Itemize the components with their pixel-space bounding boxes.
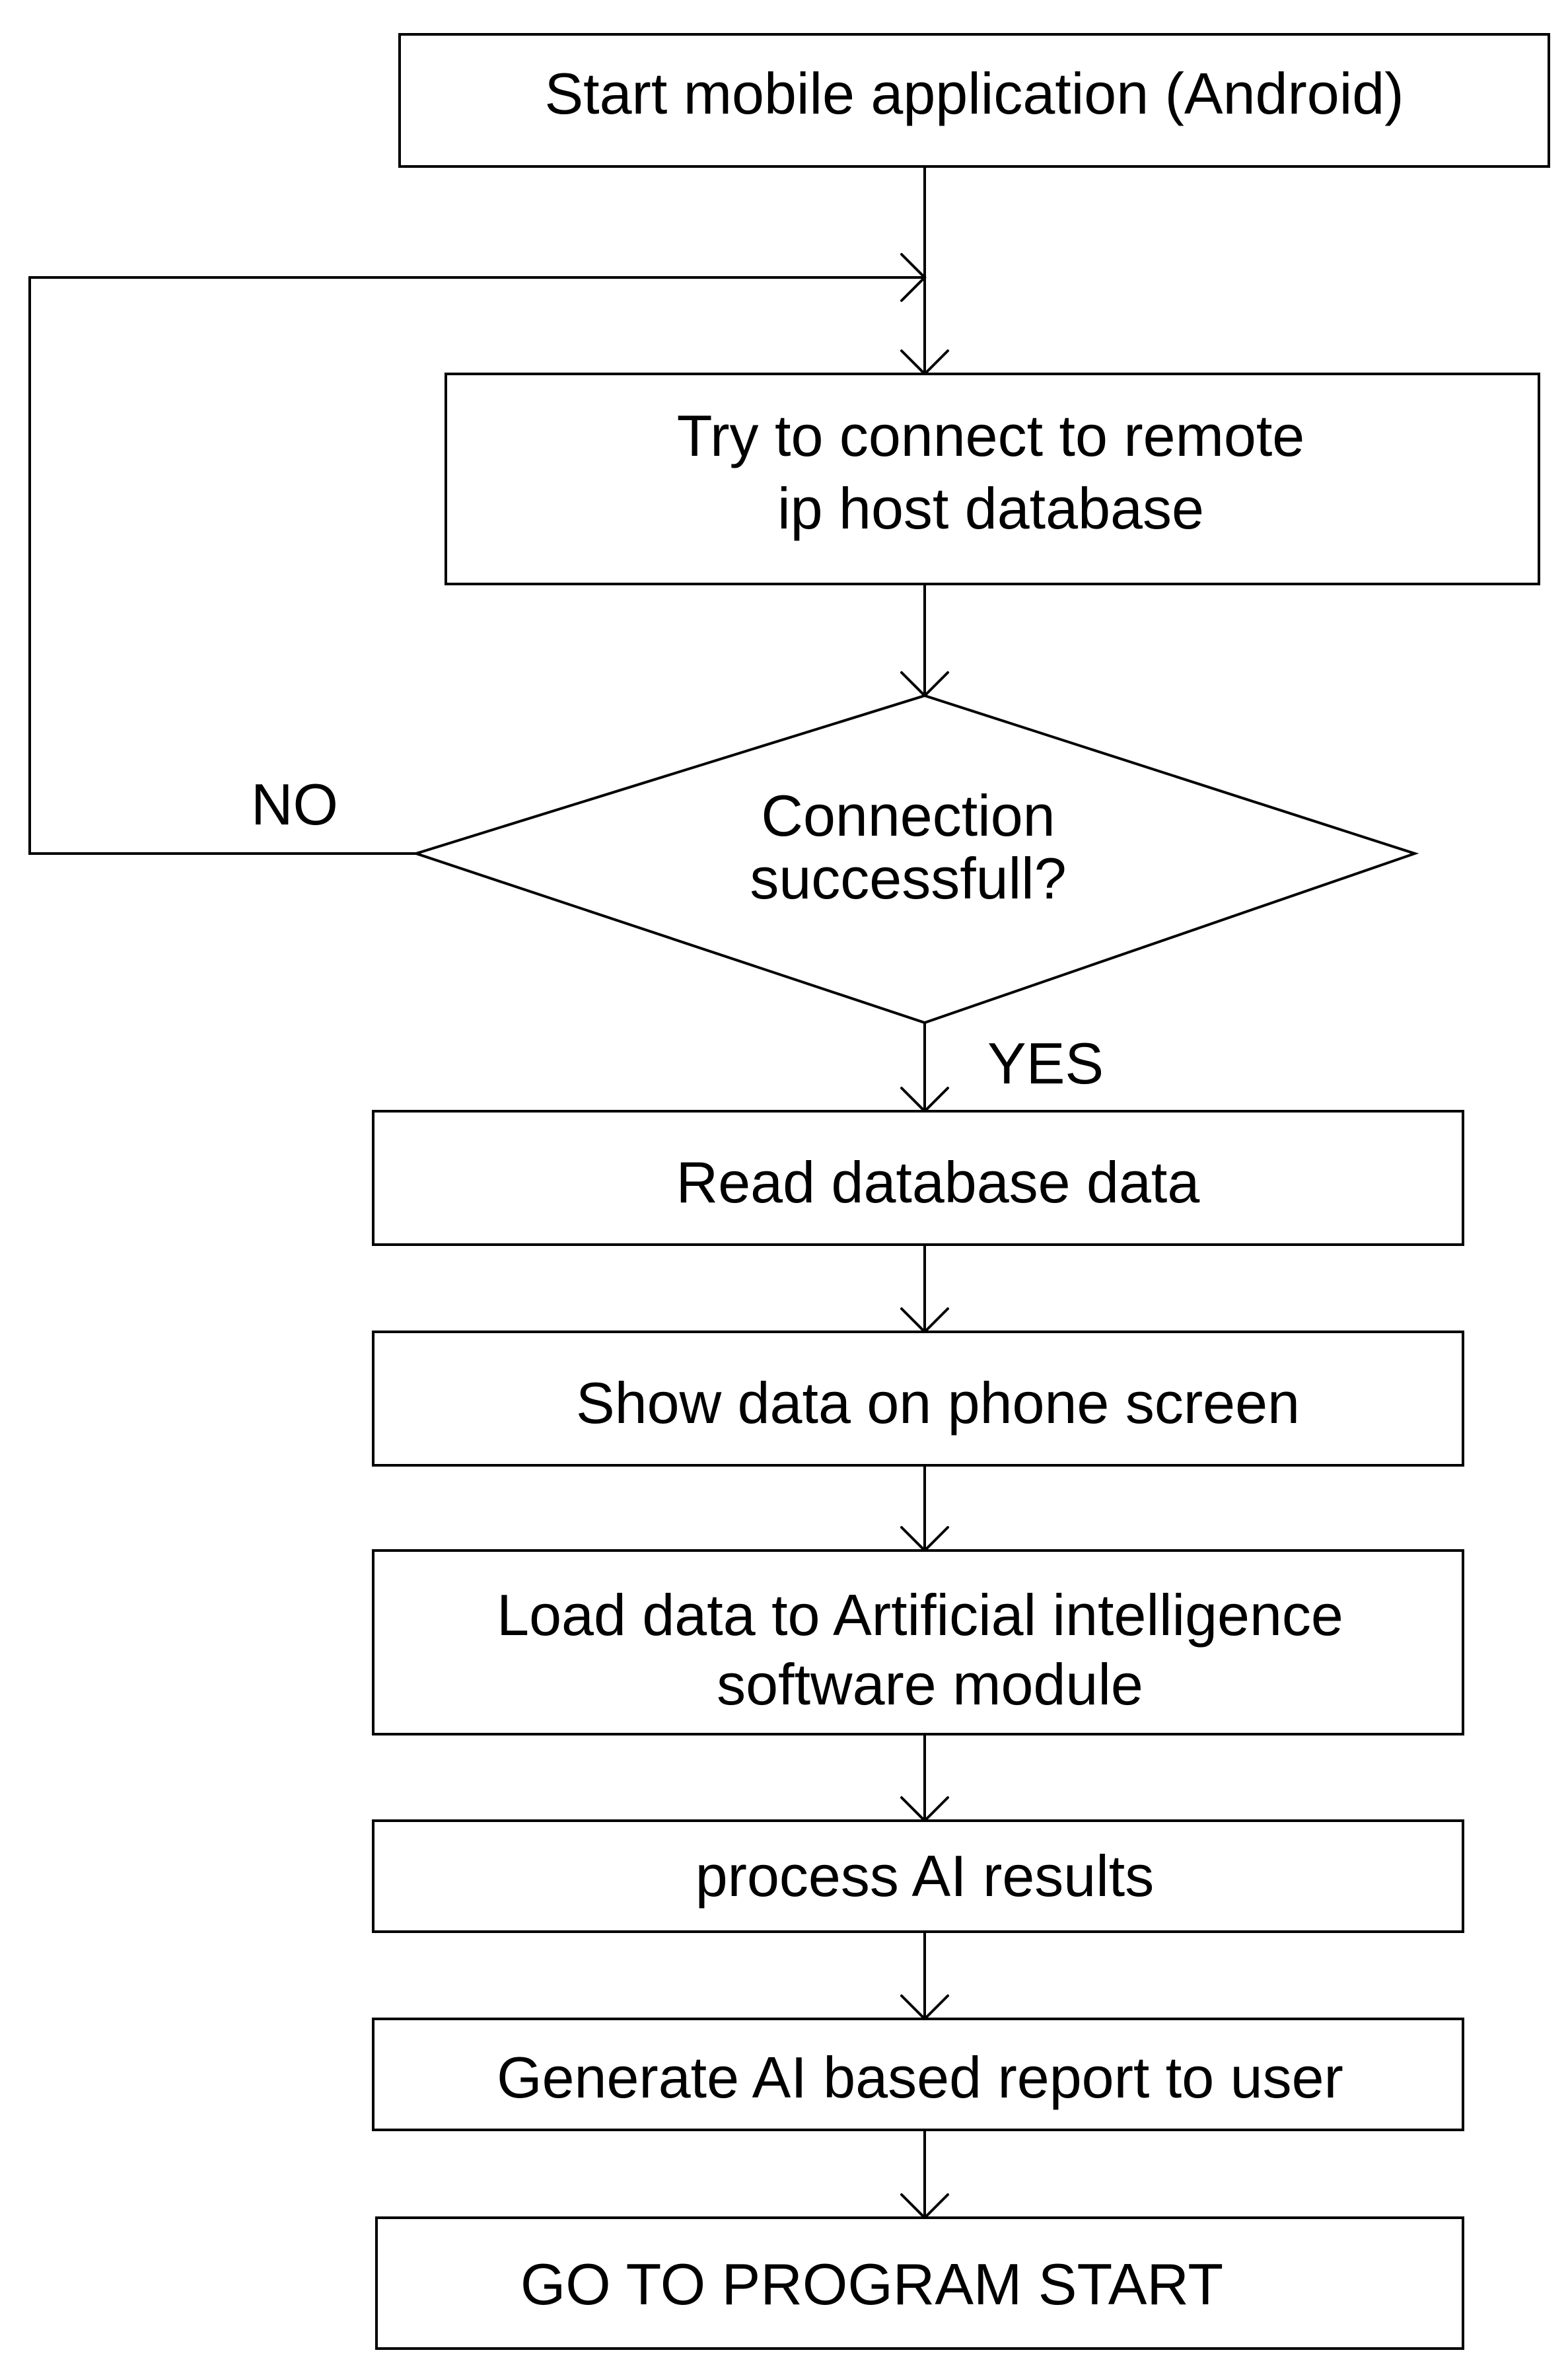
report-box [372,2018,1464,2131]
connect-label-line1: Try to connect to remote [677,403,1304,468]
report-label: Generate AI based report to user [497,2045,1343,2110]
yes-branch-label: YES [987,1031,1104,1096]
connector-no-loop [28,276,925,855]
show-label: Show data on phone screen [576,1370,1300,1436]
show-box [372,1331,1464,1467]
read-label: Read database data [676,1150,1200,1215]
connect-box [445,373,1540,585]
load-label-line1: Load data to Artificial intelligence [497,1582,1343,1648]
decision-label-line2: successfull? [750,846,1066,911]
process-box [372,1819,1464,1933]
arrowhead-no-loop [900,253,927,302]
connect-label-line2: ip host database [777,476,1204,541]
load-label-line2: software module [717,1652,1143,1717]
load-box [372,1549,1464,1735]
goto-label: GO TO PROGRAM START [520,2251,1223,2317]
start-box [398,33,1550,168]
goto-box [375,2216,1464,2350]
decision-label-line1: Connection [761,783,1055,848]
no-branch-label: NO [251,772,338,837]
process-label: process AI results [695,1843,1155,1909]
start-label: Start mobile application (Android) [544,61,1404,126]
read-box [372,1110,1464,1246]
